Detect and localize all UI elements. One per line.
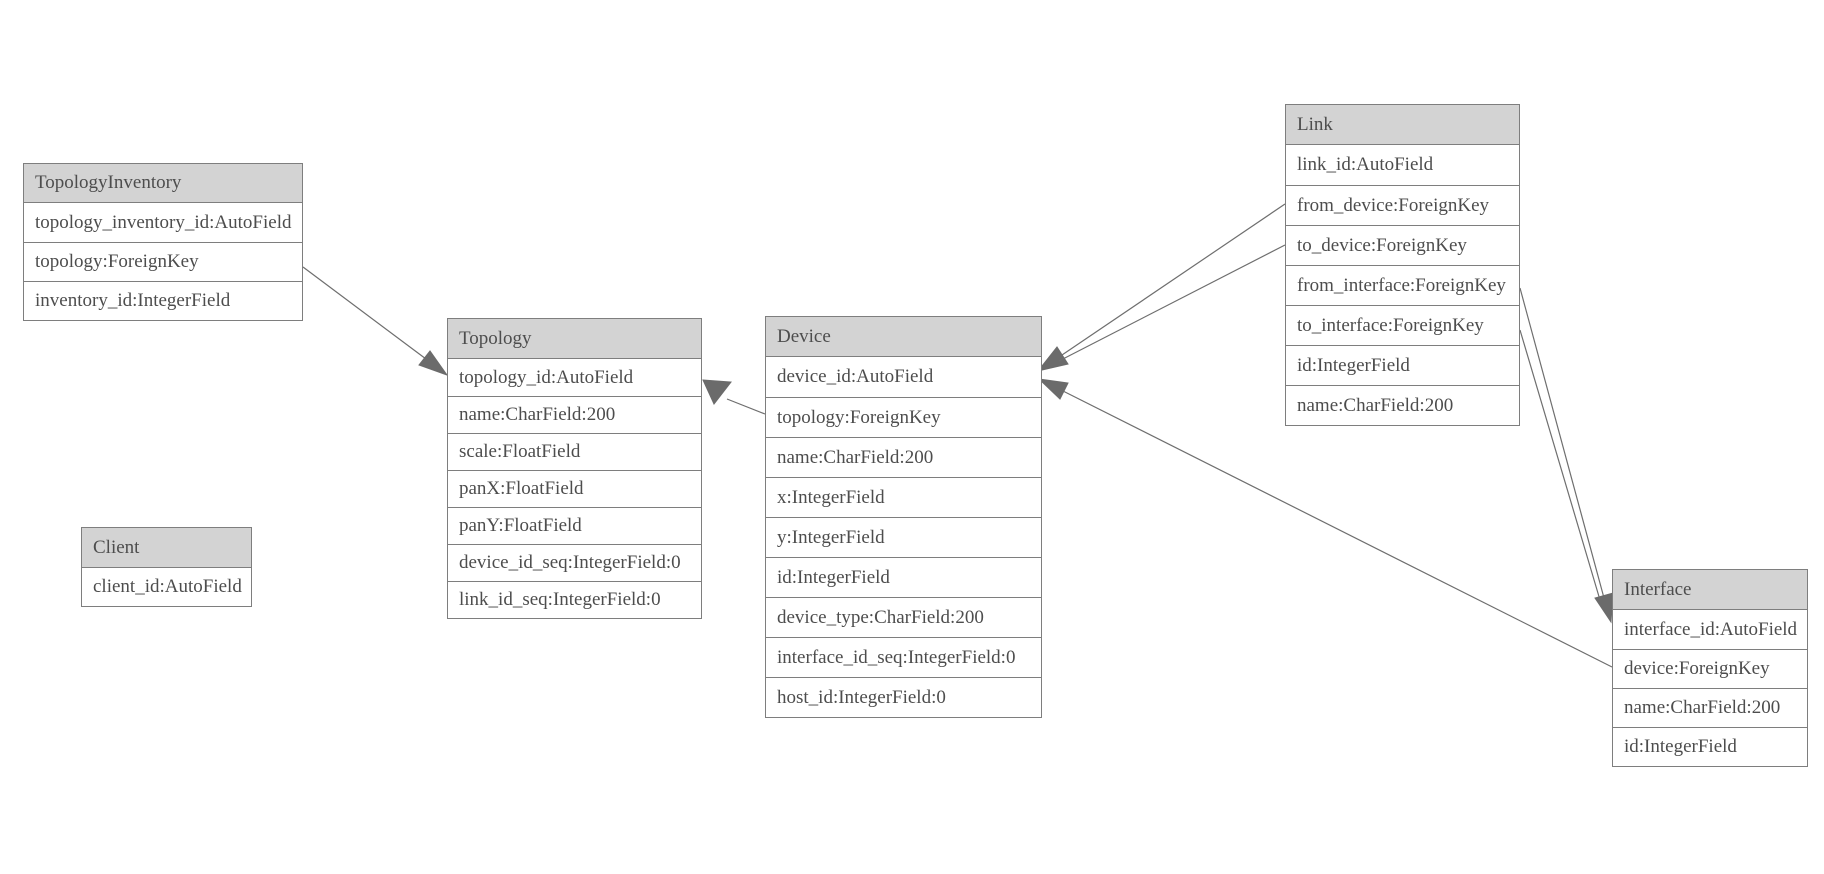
- entity-link-field-2: to_device:ForeignKey: [1286, 225, 1519, 265]
- entity-device-field-7: interface_id_seq:IntegerField:0: [766, 637, 1041, 677]
- entity-topology: Topology topology_id:AutoField name:CharFi…: [447, 318, 702, 619]
- entity-link-field-0: link_id:AutoField: [1297, 154, 1434, 175]
- entity-device-field-5: id:IntegerField: [766, 557, 1041, 597]
- entity-topology-field-4: panY:FloatField: [448, 507, 701, 544]
- entity-topology-field-1: name:CharField:200: [448, 396, 701, 433]
- entity-interface: Interface interface_id:AutoField device:Fo…: [1612, 569, 1808, 767]
- entity-link-field-1: from_device:ForeignKey: [1286, 185, 1519, 225]
- relation-line-link-from-device-to-device: [1061, 203, 1286, 356]
- arrowhead-icon-topologyinventory-topology-to-topology: [418, 350, 449, 377]
- entity-client-field-0: client_id:AutoField: [93, 576, 242, 597]
- entity-interface-title: Interface: [1613, 570, 1807, 610]
- entity-topology-field-6: link_id_seq:IntegerField:0: [448, 581, 701, 618]
- entity-link-field-6: name:CharField:200: [1286, 385, 1519, 425]
- entity-interface-field-2: name:CharField:200: [1613, 688, 1807, 727]
- entity-device-field-0: device_id:AutoField: [777, 366, 934, 387]
- entity-device-field-4: y:IntegerField: [766, 517, 1041, 557]
- entity-topology-field-2: scale:FloatField: [448, 433, 701, 470]
- entity-link: Link link_id:AutoField from_device:Foreign…: [1285, 104, 1520, 426]
- relation-line-interface-device-to-device: [1062, 390, 1613, 668]
- relation-line-link-to-interface-to-interface: [1519, 329, 1601, 601]
- entity-device: Device device_id:AutoField topology:Foreig…: [765, 316, 1042, 718]
- entity-topology-field-5: device_id_seq:IntegerField:0: [448, 544, 701, 581]
- entity-interface-field-1: device:ForeignKey: [1613, 649, 1807, 688]
- arrowhead-icon-link-from-interface-to-interface: [1594, 592, 1614, 624]
- arrowhead-icon-device-topology-to-topology: [702, 379, 732, 405]
- entity-link-title: Link: [1286, 105, 1519, 145]
- entity-device-field-8: host_id:IntegerField:0: [766, 677, 1041, 717]
- entity-client-title: Client: [82, 528, 251, 568]
- relation-line-topologyinventory-topology-to-topology: [302, 266, 427, 360]
- entity-link-field-3: from_interface:ForeignKey: [1286, 265, 1519, 305]
- entity-topology-inventory-field-0: topology_inventory_id:AutoField: [35, 211, 292, 233]
- entity-device-field-3: x:IntegerField: [766, 477, 1041, 517]
- entity-link-field-4: to_interface:ForeignKey: [1286, 305, 1519, 345]
- entity-device-field-2: name:CharField:200: [766, 437, 1041, 477]
- entity-client: Client client_id:AutoField: [81, 527, 252, 607]
- entity-device-field-6: device_type:CharField:200: [766, 597, 1041, 637]
- entity-link-field-5: id:IntegerField: [1286, 345, 1519, 385]
- arrowhead-icon-interface-device-to-device: [1037, 378, 1069, 400]
- relation-line-link-to-device-to-device: [1058, 244, 1286, 362]
- entity-interface-field-3: id:IntegerField: [1613, 727, 1807, 766]
- entity-interface-field-0: interface_id:AutoField: [1624, 618, 1798, 640]
- entity-topology-title: Topology: [448, 319, 701, 359]
- entity-device-title: Device: [766, 317, 1041, 357]
- entity-topology-field-3: panX:FloatField: [448, 470, 701, 507]
- entity-topology-inventory: TopologyInventory topology_inventory_id:A…: [23, 163, 303, 321]
- arrowhead-icon-link-from-device-to-device: [1036, 346, 1069, 372]
- entity-topology-inventory-field-2: inventory_id:IntegerField: [24, 281, 302, 320]
- entity-device-field-1: topology:ForeignKey: [766, 397, 1041, 437]
- relation-line-link-from-interface-to-interface: [1519, 287, 1605, 599]
- entity-topology-inventory-title: TopologyInventory: [24, 164, 302, 203]
- entity-topology-field-0: topology_id:AutoField: [459, 366, 634, 388]
- entity-topology-inventory-field-1: topology:ForeignKey: [24, 242, 302, 281]
- relation-line-device-topology-to-topology: [726, 398, 766, 415]
